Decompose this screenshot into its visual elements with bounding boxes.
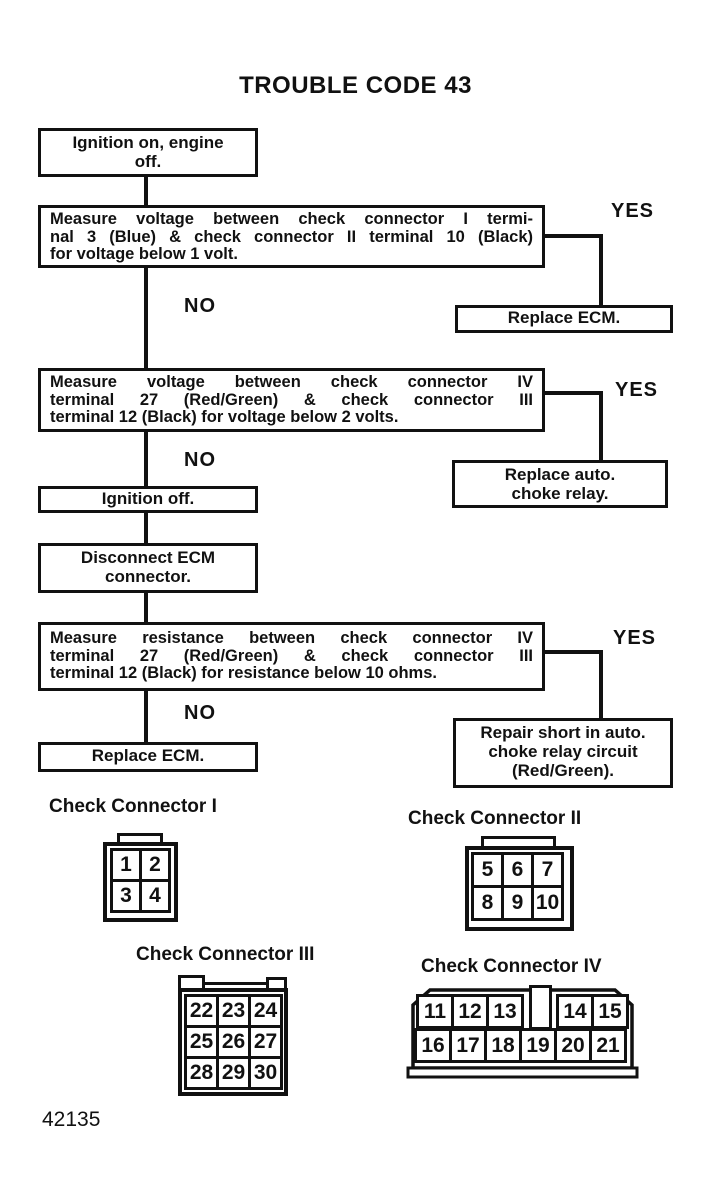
flow-line: [144, 268, 148, 370]
connector-4-label: Check Connector IV: [421, 956, 602, 977]
terminal-cell: 28: [184, 1056, 219, 1090]
terminal-cell: 2: [139, 848, 171, 882]
connector-3-tab-left: [178, 975, 205, 991]
terminal-cell: 20: [554, 1028, 592, 1063]
yes-branch-line: [599, 650, 603, 719]
flow-line: [144, 431, 148, 487]
step-text-line: terminal 27 (Red/Green) & check connecto…: [50, 646, 533, 665]
step-text-line: nal 3 (Blue) & check connector II termin…: [50, 227, 533, 246]
terminal-cell: 8: [471, 885, 504, 921]
step-ignition-on-box: Ignition on, engine off.: [38, 128, 258, 177]
flow-line: [144, 177, 148, 206]
terminal-cell: 23: [216, 994, 251, 1028]
terminal-cell: 10: [531, 885, 564, 921]
no-label: NO: [184, 295, 216, 317]
terminal-cell: 24: [248, 994, 283, 1028]
connector-2-pins: 5 6 7 8 9 10: [471, 852, 564, 921]
terminal-cell: 21: [589, 1028, 627, 1063]
step-text-line: terminal 12 (Black) for voltage below 2 …: [50, 408, 399, 426]
yes-branch-line: [543, 650, 603, 654]
connector-3-pins: 22 23 24 25 26 27 28 29 30: [184, 994, 283, 1090]
terminal-cell: 6: [501, 852, 534, 888]
step-text-line: terminal 27 (Red/Green) & check connecto…: [50, 390, 533, 409]
terminal-cell: 18: [484, 1028, 522, 1063]
yes-label: YES: [615, 379, 659, 401]
connector-2-tab: [481, 836, 556, 849]
page-title: TROUBLE CODE 43: [239, 72, 472, 99]
terminal-cell: 3: [110, 879, 142, 913]
flow-line: [144, 592, 148, 623]
terminal-cell: 25: [184, 1025, 219, 1059]
terminal-cell: 9: [501, 885, 534, 921]
yes-branch-line: [599, 391, 603, 461]
flow-line: [144, 690, 148, 743]
terminal-cell: 29: [216, 1056, 251, 1090]
terminal-cell: 19: [519, 1028, 557, 1063]
step-text-line: terminal 12 (Black) for resistance below…: [50, 664, 437, 682]
no-label: NO: [184, 449, 216, 471]
step-ignition-off-box: Ignition off.: [38, 486, 258, 513]
step-text-line: Measure voltage between check connector …: [50, 210, 533, 228]
yes-label: YES: [613, 627, 657, 649]
outcome-repair-short-box: Repair short in auto. choke relay circui…: [453, 718, 673, 788]
step-text-line: Measure voltage between check connector …: [50, 373, 533, 391]
terminal-cell: 26: [216, 1025, 251, 1059]
figure-code: 42135: [42, 1108, 101, 1131]
terminal-cell: 13: [486, 994, 524, 1029]
connector-4-keyway-slot: [529, 985, 552, 1030]
flow-line: [144, 512, 148, 544]
step-measure-voltage-1-box: Measure voltage between check connector …: [38, 205, 545, 268]
step-text-line: Measure resistance between check connect…: [50, 629, 533, 647]
step-replace-ecm-final-box: Replace ECM.: [38, 742, 258, 772]
no-label: NO: [184, 702, 216, 724]
step-text-line: for voltage below 1 volt.: [50, 245, 238, 263]
yes-label: YES: [611, 200, 655, 222]
terminal-cell: 30: [248, 1056, 283, 1090]
terminal-cell: 22: [184, 994, 219, 1028]
terminal-cell: 1: [110, 848, 142, 882]
connector-4-pins-bottom: 16 17 18 19 20 21: [414, 1028, 627, 1063]
terminal-cell: 7: [531, 852, 564, 888]
terminal-cell: 16: [414, 1028, 452, 1063]
connector-2-label: Check Connector II: [408, 808, 582, 829]
connector-4-pins-top-right: 14 15: [556, 994, 629, 1029]
outcome-replace-ecm-box: Replace ECM.: [455, 305, 673, 333]
terminal-cell: 4: [139, 879, 171, 913]
step-disconnect-ecm-box: Disconnect ECM connector.: [38, 543, 258, 593]
connector-1-label: Check Connector I: [49, 796, 217, 817]
outcome-replace-choke-relay-box: Replace auto. choke relay.: [452, 460, 668, 508]
terminal-cell: 15: [591, 994, 629, 1029]
connector-3-tab-right: [266, 977, 287, 991]
yes-branch-line: [599, 234, 603, 306]
step-measure-voltage-2-box: Measure voltage between check connector …: [38, 368, 545, 432]
terminal-cell: 12: [451, 994, 489, 1029]
terminal-cell: 5: [471, 852, 504, 888]
terminal-cell: 11: [416, 994, 454, 1029]
terminal-cell: 14: [556, 994, 594, 1029]
yes-branch-line: [543, 391, 603, 395]
connector-4-pins-top-left: 11 12 13: [416, 994, 524, 1029]
terminal-cell: 27: [248, 1025, 283, 1059]
step-measure-resistance-box: Measure resistance between check connect…: [38, 622, 545, 691]
connector-3-label: Check Connector III: [136, 944, 315, 965]
connector-1-pins: 1 2 3 4: [110, 848, 171, 913]
yes-branch-line: [543, 234, 603, 238]
terminal-cell: 17: [449, 1028, 487, 1063]
